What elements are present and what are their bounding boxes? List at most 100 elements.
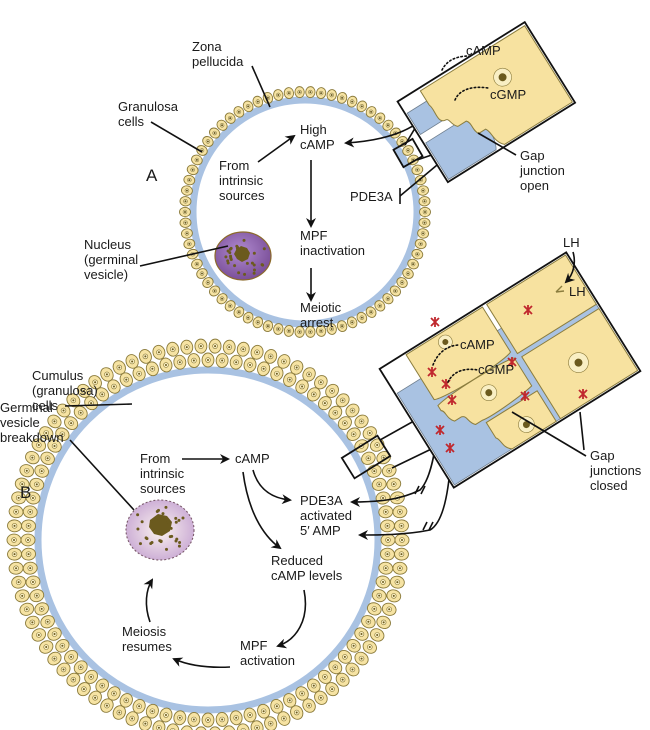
- cell-nucleolus: [277, 327, 280, 330]
- cell-nucleolus: [343, 422, 346, 425]
- chromatin-granule: [174, 516, 178, 520]
- closed-gap-junction-mark: [430, 317, 440, 327]
- granulosa-ring-a: [179, 86, 431, 338]
- cell-nucleolus: [207, 719, 209, 721]
- arrow-camp-to-pde3a: [252, 469, 292, 505]
- panel-a-letter: A: [146, 166, 158, 185]
- cell-nucleolus: [378, 483, 381, 486]
- cell-nucleolus: [237, 311, 240, 314]
- break-mark-2: [422, 521, 434, 531]
- cell-nucleolus: [287, 329, 290, 332]
- cell-nucleolus: [269, 722, 272, 725]
- cell-nucleolus: [382, 581, 385, 584]
- b-pde3a-2: activated: [300, 508, 352, 523]
- cell-nucleolus: [13, 539, 15, 541]
- cell-nucleolus: [25, 469, 28, 472]
- cell-nucleolus: [72, 678, 75, 681]
- chromatin-granule: [177, 518, 181, 522]
- cell-nucleolus: [112, 692, 115, 695]
- chromatin-granule: [252, 251, 256, 255]
- a-nucleus-3: vesicle): [84, 267, 128, 282]
- inset-b-lh-inside: LH: [569, 284, 586, 299]
- cell-nucleolus: [221, 359, 224, 362]
- cell-nucleolus: [229, 304, 232, 307]
- chromatin-granule: [262, 247, 266, 251]
- arrow-camp-to-reduced: [242, 471, 282, 550]
- inset-b-gap-1: Gap: [590, 448, 615, 463]
- cell-nucleolus: [384, 510, 387, 513]
- break-mark-1: [414, 485, 426, 495]
- b-from-3: sources: [140, 481, 186, 496]
- a-arrest-1: Meiotic: [300, 300, 342, 315]
- label-cumulus-3: cells: [32, 398, 59, 413]
- chromatin-granule: [233, 264, 237, 268]
- cell-nucleolus: [407, 272, 410, 275]
- cell-nucleolus: [207, 359, 209, 361]
- chromatin-granule: [252, 268, 256, 272]
- cell-nucleolus: [144, 355, 147, 358]
- chromatin-granule: [149, 542, 153, 546]
- b-pde3a-1: PDE3A: [300, 493, 343, 508]
- arrow-from-to-highcamp: [257, 134, 296, 163]
- cell-nucleolus: [17, 581, 20, 584]
- cell-nucleolus: [79, 411, 82, 414]
- chromatin-granule: [178, 541, 182, 545]
- label-cumulus-2: (granulosa): [32, 383, 98, 398]
- cell-nucleolus: [367, 620, 370, 623]
- cell-nucleolus: [79, 666, 82, 669]
- cell-nucleolus: [70, 422, 73, 425]
- cell-nucleolus: [13, 553, 16, 556]
- cell-nucleolus: [275, 372, 278, 375]
- cell-nucleolus: [37, 633, 40, 636]
- cell-nucleolus: [45, 646, 48, 649]
- cell-nucleolus: [188, 242, 191, 245]
- chromatin-granule: [161, 512, 165, 516]
- cell-nucleolus: [94, 696, 97, 699]
- chromatin-granule: [164, 505, 168, 509]
- cell-nucleolus: [27, 524, 30, 527]
- cell-nucleolus: [157, 351, 160, 354]
- b-mpf-1: MPF: [240, 638, 268, 653]
- cell-nucleolus: [386, 124, 389, 127]
- cell-nucleolus: [138, 372, 141, 375]
- b-meiosis-1: Meiosis: [122, 624, 167, 639]
- cell-nucleolus: [309, 330, 312, 333]
- b-camp: cAMP: [235, 451, 270, 466]
- label-zona-2: pellucida: [192, 54, 244, 69]
- cell-nucleolus: [249, 363, 252, 366]
- chromatin-granule: [154, 518, 158, 522]
- cell-nucleolus: [185, 346, 188, 349]
- cell-nucleolus: [184, 211, 186, 213]
- cell-nucleolus: [378, 117, 381, 120]
- cumulus-leader: [64, 403, 133, 407]
- cell-nucleolus: [25, 608, 28, 611]
- cell-nucleolus: [125, 378, 128, 381]
- arrow-reduced-to-mpf: [276, 589, 307, 649]
- cell-nucleolus: [262, 710, 265, 713]
- cell-nucleolus: [288, 378, 291, 381]
- cell-nucleolus: [138, 705, 141, 708]
- cell-nucleolus: [229, 117, 232, 120]
- cell-nucleolus: [419, 242, 422, 245]
- cell-nucleolus: [164, 714, 167, 717]
- cell-nucleolus: [400, 553, 403, 556]
- chromatin-granule: [228, 251, 232, 255]
- chromatin-granule: [252, 263, 256, 267]
- cell-nucleolus: [341, 325, 344, 328]
- cell-nucleolus: [61, 433, 64, 436]
- cell-nucleolus: [341, 399, 344, 402]
- cell-nucleolus: [185, 232, 188, 235]
- inset-a-camp: cAMP: [466, 43, 501, 58]
- cell-nucleolus: [382, 621, 385, 624]
- camp-dotted-path-b: [432, 344, 461, 366]
- b-reduced-1: Reduced: [271, 553, 323, 568]
- cell-nucleolus: [46, 620, 49, 623]
- cell-nucleolus: [382, 496, 385, 499]
- cell-nucleolus: [105, 373, 108, 376]
- zona-leader: [251, 65, 271, 108]
- label-gvb-3: breakdown: [0, 430, 64, 445]
- cell-nucleolus: [412, 263, 415, 266]
- granulosa-cell: [180, 725, 194, 730]
- cell-nucleolus: [422, 189, 425, 192]
- cell-nucleolus: [178, 361, 181, 364]
